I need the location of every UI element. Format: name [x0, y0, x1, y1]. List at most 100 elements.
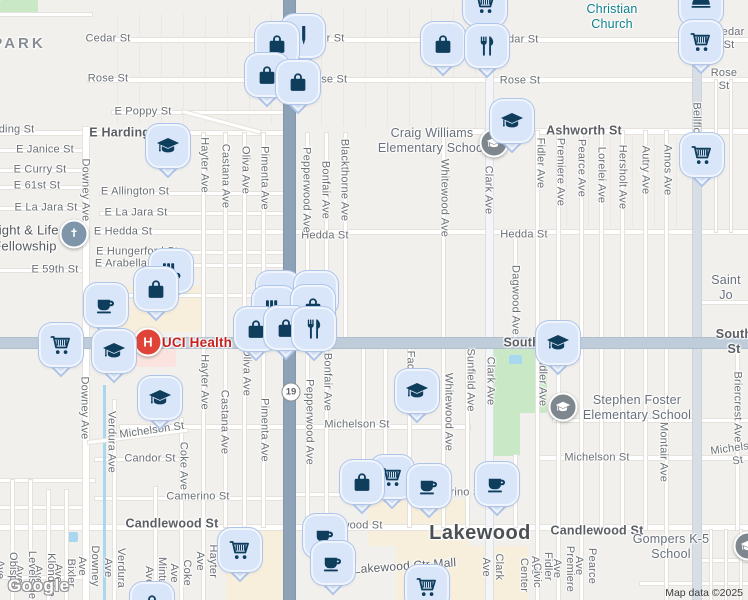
street-label-vertical: Pimenta Ave: [258, 398, 271, 462]
street-label: Michelson St: [118, 419, 186, 441]
street-label-vertical: Clark Ave: [484, 356, 497, 406]
street-label-vertical: Hayter Ave: [194, 544, 220, 578]
hospital-letter: H: [143, 334, 153, 350]
road-vertical: [112, 400, 116, 600]
restaurant-utensils-marker[interactable]: [294, 309, 334, 359]
graduation-cap-marker[interactable]: [397, 371, 437, 421]
road-horizontal: [100, 211, 290, 215]
park-area: [0, 0, 38, 14]
graduation-cap-marker[interactable]: [94, 331, 134, 381]
graduation-cap-marker[interactable]: [148, 126, 188, 176]
graduation-cap-marker[interactable]: [140, 378, 180, 428]
coffee-cup-marker[interactable]: [477, 464, 517, 514]
road-horizontal: [100, 250, 290, 254]
road-horizontal: [697, 558, 748, 562]
shopping-cart-icon: [229, 541, 249, 559]
shopping-cart-icon: [691, 146, 711, 164]
shopping-cart-marker[interactable]: [682, 135, 722, 185]
road-horizontal: [100, 191, 290, 195]
road-horizontal: [0, 575, 88, 579]
street-label-vertical: Whitewood Ave: [442, 372, 455, 452]
hospital-poi-pin[interactable]: H: [133, 327, 163, 357]
shopping-cart-marker[interactable]: [41, 325, 81, 375]
street-label-vertical: Bonfair Ave: [319, 160, 332, 220]
street-label-vertical: Bonfair Ave: [321, 352, 334, 412]
shopping-cart-marker[interactable]: [220, 530, 260, 580]
road-vertical: [383, 343, 387, 498]
road-vertical: [179, 418, 183, 600]
street-label-vertical: Bixler Ave: [52, 558, 78, 588]
shopping-bag-marker[interactable]: [278, 62, 318, 112]
coffee-cup-marker[interactable]: [86, 285, 126, 335]
road-vertical: [153, 487, 157, 600]
road-horizontal: [697, 300, 748, 304]
coffee-cup-marker[interactable]: [409, 466, 449, 516]
street-label: Cedar St: [713, 25, 745, 51]
road-horizontal: [88, 78, 748, 82]
road-horizontal: [0, 338, 748, 348]
shopping-bag-icon: [354, 473, 370, 491]
road-horizontal: [440, 128, 748, 134]
road-horizontal: [553, 418, 748, 422]
road-vertical: [735, 343, 739, 530]
marker-body: [132, 584, 172, 600]
street-label-vertical: Sunfield Ave: [464, 348, 477, 412]
street-label: E Poppy St: [114, 105, 172, 118]
street-label-vertical: Lorelei Ave: [595, 146, 608, 204]
shopping-cart-icon: [416, 578, 436, 596]
poi-label: Gompers K-5 School: [632, 532, 710, 561]
marker-body: [86, 285, 126, 325]
marker-body: [467, 26, 507, 66]
restaurant-utensils-marker[interactable]: [467, 26, 507, 76]
commercial-area: [368, 500, 468, 546]
street-label-vertical: Fidler Ave: [529, 551, 555, 581]
street-label-vertical: Pimenta Ave: [258, 146, 271, 210]
shopping-cart-marker[interactable]: [681, 22, 721, 72]
road-vertical: [579, 131, 583, 600]
road-vertical: [46, 490, 50, 600]
street-label: Rose St: [499, 74, 541, 87]
food-bowl-marker[interactable]: [681, 0, 721, 33]
shopping-bag-marker[interactable]: [136, 269, 176, 319]
shopping-bag-marker[interactable]: [423, 24, 463, 74]
graduation-cap-marker[interactable]: [492, 101, 532, 151]
marker-body: [538, 323, 578, 363]
road-horizontal: [0, 505, 88, 509]
shopping-cart-marker[interactable]: [407, 567, 447, 600]
marker-body: [409, 466, 449, 506]
road-vertical: [83, 127, 89, 600]
marker-body: [294, 309, 334, 349]
shopping-cart-icon: [50, 336, 70, 354]
street-label-vertical: Hayter Ave: [198, 354, 211, 410]
road-vertical: [223, 133, 227, 527]
street-label: South St: [715, 327, 748, 356]
marker-body: [397, 371, 437, 411]
street-label: Camerino St: [166, 490, 230, 503]
shopping-bag-marker[interactable]: [342, 462, 382, 512]
road-horizontal: [112, 110, 290, 114]
poi-label: UCI Health: [161, 334, 233, 350]
marker-body: [477, 464, 517, 504]
block-texture: [545, 137, 693, 227]
google-logo[interactable]: Google: [8, 576, 70, 595]
graduation-cap-marker[interactable]: [538, 323, 578, 373]
school-poi-pin[interactable]: [733, 531, 748, 561]
street-label-vertical: Premiere Ave: [551, 545, 577, 593]
school-poi-pin[interactable]: [548, 392, 578, 422]
shopping-cart-marker[interactable]: [465, 0, 505, 34]
street-label-vertical: Fidler Ave: [536, 355, 549, 407]
road-vertical: [599, 131, 603, 530]
shopping-cart-icon: [381, 468, 401, 486]
road-vertical: [28, 480, 32, 600]
road-horizontal: [0, 168, 88, 172]
shopping-bag-icon: [248, 320, 264, 338]
street-label-vertical: Verdura Ave: [105, 411, 118, 473]
road-vertical: [102, 385, 106, 600]
graduation-cap-icon: [405, 382, 429, 398]
coffee-cup-marker[interactable]: [313, 543, 353, 593]
church-poi-pin[interactable]: [59, 219, 89, 249]
road-vertical: [485, 0, 493, 600]
pond-area: [509, 355, 522, 364]
shopping-bag-marker[interactable]: [132, 584, 172, 600]
